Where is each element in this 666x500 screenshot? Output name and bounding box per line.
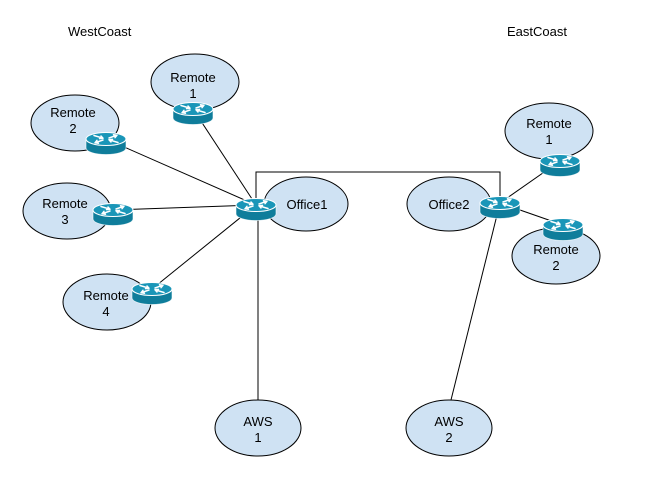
node-label-line: AWS (243, 414, 272, 429)
links-layer (105, 108, 564, 401)
node-label-line: AWS (434, 414, 463, 429)
router-icon (235, 197, 277, 221)
node-label-line: Remote (526, 116, 572, 131)
node-label-line: 1 (189, 86, 196, 101)
router-icon (542, 217, 584, 241)
node-office1: Office1 (263, 176, 349, 232)
router-icon (479, 195, 521, 219)
router-icon (172, 101, 214, 125)
router-icon (131, 281, 173, 305)
node-label-line: 1 (254, 430, 261, 445)
node-label-line: Remote (42, 196, 88, 211)
link-office2-aws2 (450, 202, 501, 401)
node-label-line: Office2 (429, 197, 470, 212)
region-label-east: EastCoast (507, 24, 567, 39)
node-label-line: 1 (545, 132, 552, 147)
node-label-line: Remote (533, 242, 579, 257)
node-label-line: 4 (102, 304, 109, 319)
node-label-line: Remote (170, 70, 216, 85)
node-label-line: 3 (61, 212, 68, 227)
node-ellipse (214, 399, 302, 457)
router-icon (85, 131, 127, 155)
link-remote2-office1 (105, 138, 257, 206)
node-label-line: 2 (445, 430, 452, 445)
link-remote4-office1 (151, 204, 257, 290)
node-ellipse (504, 102, 594, 160)
router-icon (539, 153, 581, 177)
routers-layer (85, 101, 584, 305)
link-remote1-office1 (192, 108, 257, 206)
node-label-line: Remote (50, 105, 96, 120)
node-label-line: Remote (83, 288, 129, 303)
node-label-line: 2 (552, 258, 559, 273)
node-office2: Office2 (406, 176, 492, 232)
region-label-west: WestCoast (68, 24, 132, 39)
router-icon (92, 202, 134, 226)
node-ellipse (405, 399, 493, 457)
link-office1-office2 (255, 171, 501, 205)
node-label-line: 2 (69, 121, 76, 136)
link-remote3-office1 (112, 204, 257, 211)
node-label-line: Office1 (287, 197, 328, 212)
